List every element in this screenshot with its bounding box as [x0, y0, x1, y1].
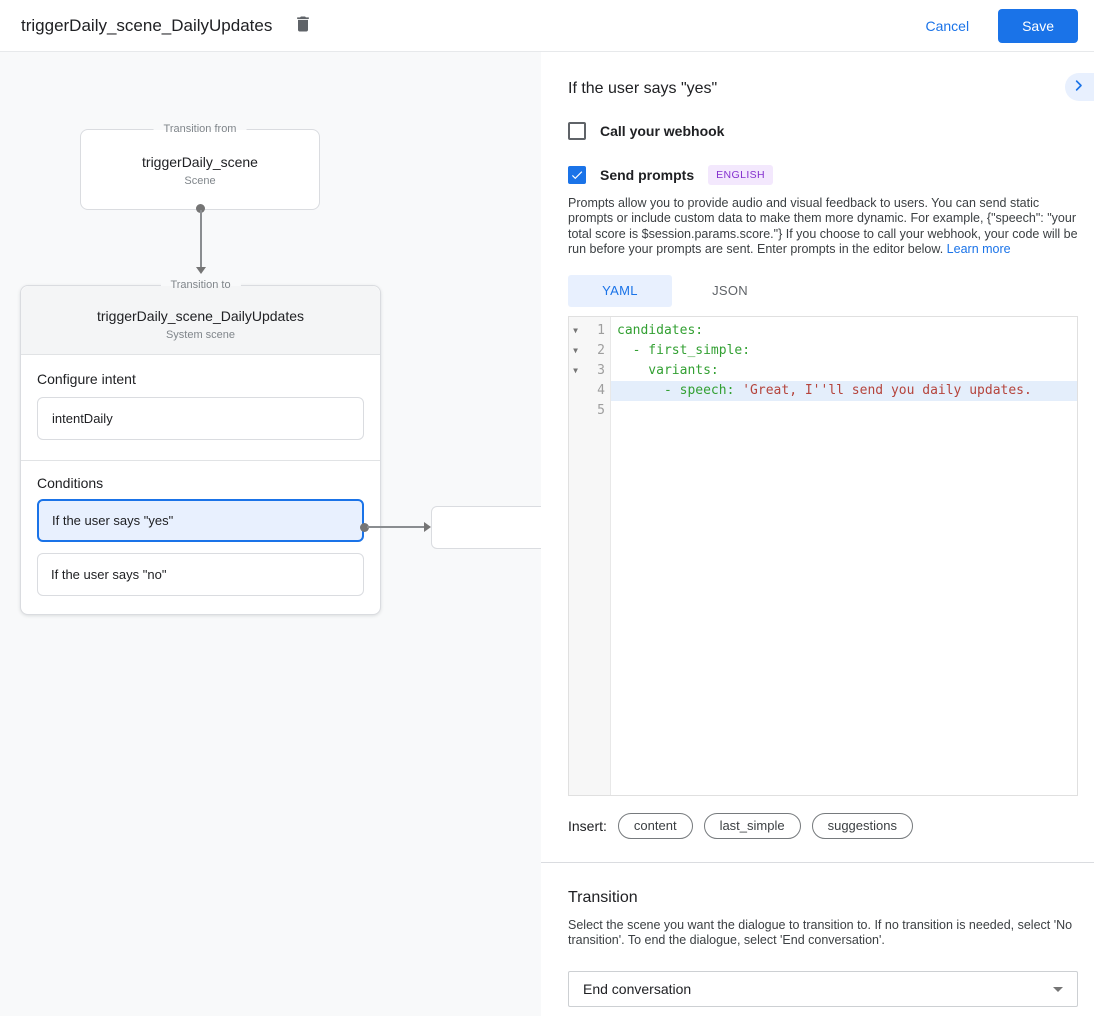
call-webhook-checkbox[interactable]: [568, 122, 586, 140]
transition-heading: Transition: [568, 888, 638, 906]
cancel-button[interactable]: Cancel: [925, 17, 970, 34]
gutter-row: ▼2: [569, 341, 610, 361]
condition-item-yes[interactable]: If the user says "yes": [37, 499, 364, 542]
line-number: 3: [597, 363, 605, 379]
topbar: triggerDaily_scene_DailyUpdates Cancel S…: [0, 0, 1094, 52]
intent-name: intentDaily: [52, 411, 113, 426]
condition-no-label: If the user says "no": [51, 567, 167, 582]
transition-to-card: Transition to triggerDaily_scene_DailyUp…: [20, 278, 381, 615]
insert-row: Insert: content last_simple suggestions: [568, 812, 1078, 839]
connector-line-vertical: [200, 210, 202, 267]
language-badge: ENGLISH: [708, 165, 774, 185]
code-line[interactable]: - first_simple:: [611, 341, 1077, 361]
scene-card-header: triggerDaily_scene_DailyUpdates System s…: [21, 286, 380, 355]
trash-icon: [293, 14, 313, 37]
webhook-row: Call your webhook: [568, 122, 1078, 140]
connector-dot: [196, 204, 205, 213]
condition-detail-panel: If the user says "yes" Call your webhook…: [541, 52, 1094, 1016]
learn-more-link[interactable]: Learn more: [946, 242, 1011, 257]
transition-dropdown-value: End conversation: [583, 981, 692, 998]
insert-chip-suggestions[interactable]: suggestions: [811, 812, 913, 839]
code-token-key: - first_simple:: [617, 342, 751, 358]
save-button[interactable]: Save: [998, 8, 1078, 43]
editor-format-tabs: YAML JSON: [568, 274, 1078, 307]
code-token-key: variants:: [617, 362, 719, 378]
line-number: 2: [597, 343, 605, 359]
tab-yaml[interactable]: YAML: [568, 274, 672, 307]
to-scene-name: triggerDaily_scene_DailyUpdates: [97, 308, 304, 324]
call-webhook-label: Call your webhook: [600, 123, 725, 139]
line-number: 4: [597, 383, 605, 399]
condition-item-no[interactable]: If the user says "no": [37, 553, 364, 596]
condition-title: If the user says "yes": [568, 80, 718, 97]
fold-arrow-icon[interactable]: ▼: [573, 325, 578, 335]
main-area: Transition from triggerDaily_scene Scene…: [0, 52, 1094, 1016]
from-scene-type: Scene: [184, 175, 216, 187]
editor-code-area[interactable]: candidates: - first_simple: variants: - …: [611, 317, 1077, 795]
scene-flow-canvas: Transition from triggerDaily_scene Scene…: [0, 52, 541, 1016]
insert-chip-content[interactable]: content: [617, 812, 693, 839]
transition-target-node[interactable]: [431, 506, 541, 549]
section-divider: [541, 861, 1094, 863]
send-prompts-label: Send prompts: [600, 167, 695, 183]
collapse-panel-button[interactable]: [1065, 73, 1094, 101]
page-title: triggerDaily_scene_DailyUpdates: [21, 15, 273, 35]
line-number: 5: [597, 403, 605, 419]
condition-connector-dot: [360, 523, 369, 532]
transition-from-legend: Transition from: [153, 122, 247, 137]
transition-to-legend: Transition to: [160, 278, 241, 293]
prompts-description: Prompts allow you to provide audio and v…: [568, 196, 1078, 257]
transition-description: Select the scene you want the dialogue t…: [568, 917, 1073, 948]
line-number: 1: [597, 323, 605, 339]
send-prompts-checkbox[interactable]: [568, 166, 586, 184]
to-scene-type: System scene: [165, 329, 236, 341]
from-scene-name: triggerDaily_scene: [142, 154, 258, 170]
fold-arrow-icon[interactable]: ▼: [573, 365, 578, 375]
code-line[interactable]: candidates:: [611, 321, 1077, 341]
check-icon: [571, 171, 583, 180]
transition-dropdown[interactable]: End conversation: [568, 971, 1078, 1008]
conditions-section: Conditions If the user says "yes" If the…: [21, 460, 380, 614]
gutter-row: ▼3: [569, 361, 610, 381]
gutter-row: 4: [569, 381, 610, 401]
transition-from-node[interactable]: Transition from triggerDaily_scene Scene: [80, 122, 320, 210]
fold-arrow-icon[interactable]: ▼: [573, 345, 578, 355]
code-line[interactable]: variants:: [611, 361, 1077, 381]
code-token-key: candidates:: [617, 322, 704, 338]
code-token-key: - speech:: [617, 382, 743, 398]
chevron-right-icon: [1071, 78, 1086, 96]
configure-intent-section: Configure intent intentDaily: [21, 355, 380, 460]
code-line[interactable]: - speech: 'Great, I''ll send you daily u…: [611, 380, 1077, 401]
delete-scene-button[interactable]: [291, 14, 315, 38]
gutter-row: 5: [569, 401, 610, 421]
intent-item[interactable]: intentDaily: [37, 397, 364, 440]
conditions-label: Conditions: [37, 475, 104, 491]
tab-json[interactable]: JSON: [712, 283, 748, 299]
condition-yes-label: If the user says "yes": [52, 513, 174, 528]
configure-intent-label: Configure intent: [37, 371, 136, 387]
insert-chip-last-simple[interactable]: last_simple: [703, 812, 801, 839]
code-line[interactable]: [611, 401, 1077, 421]
connector-line-horizontal: [367, 526, 424, 528]
code-token-string: 'Great, I''ll send you daily updates.: [742, 382, 1032, 398]
dropdown-caret-icon: [1053, 986, 1063, 992]
arrow-right-icon: [424, 522, 431, 532]
send-prompts-row: Send prompts ENGLISH: [568, 165, 1078, 185]
insert-label: Insert:: [568, 817, 607, 834]
arrow-down-icon: [196, 267, 206, 274]
gutter-row: ▼1: [569, 321, 610, 341]
